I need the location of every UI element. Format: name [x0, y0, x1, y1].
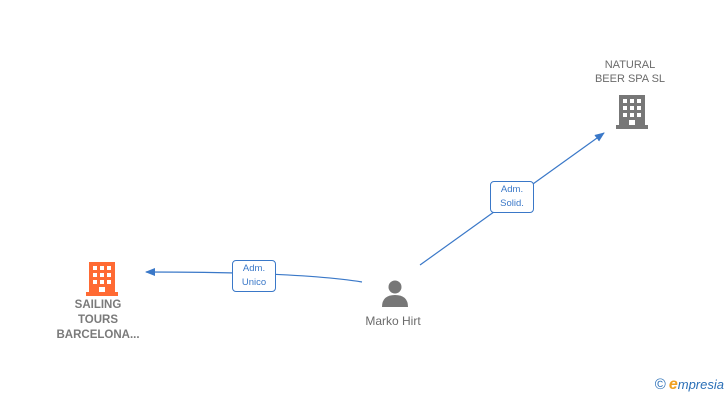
- brand-initial: e: [668, 376, 678, 393]
- person-label-marko-hirt[interactable]: Marko Hirt: [365, 314, 421, 328]
- copyright-icon: ©: [654, 376, 666, 393]
- company-label-natural-beer-spa[interactable]: NATURAL BEER SPA SL: [594, 59, 666, 85]
- building-icon[interactable]: [86, 260, 118, 296]
- edge-to-sailing-tours: [145, 268, 363, 283]
- company-label-sailing-tours[interactable]: SAILING TOURS BARCELONA...: [56, 299, 140, 341]
- building-icon[interactable]: [616, 93, 648, 129]
- brand-name: mpresia: [677, 377, 724, 392]
- person-icon[interactable]: [380, 278, 410, 308]
- edge-label-adm-solid: Adm. Solid.: [490, 181, 534, 213]
- brand-watermark: ©empresia: [655, 376, 724, 394]
- edge-label-adm-unico: Adm. Unico: [232, 260, 276, 292]
